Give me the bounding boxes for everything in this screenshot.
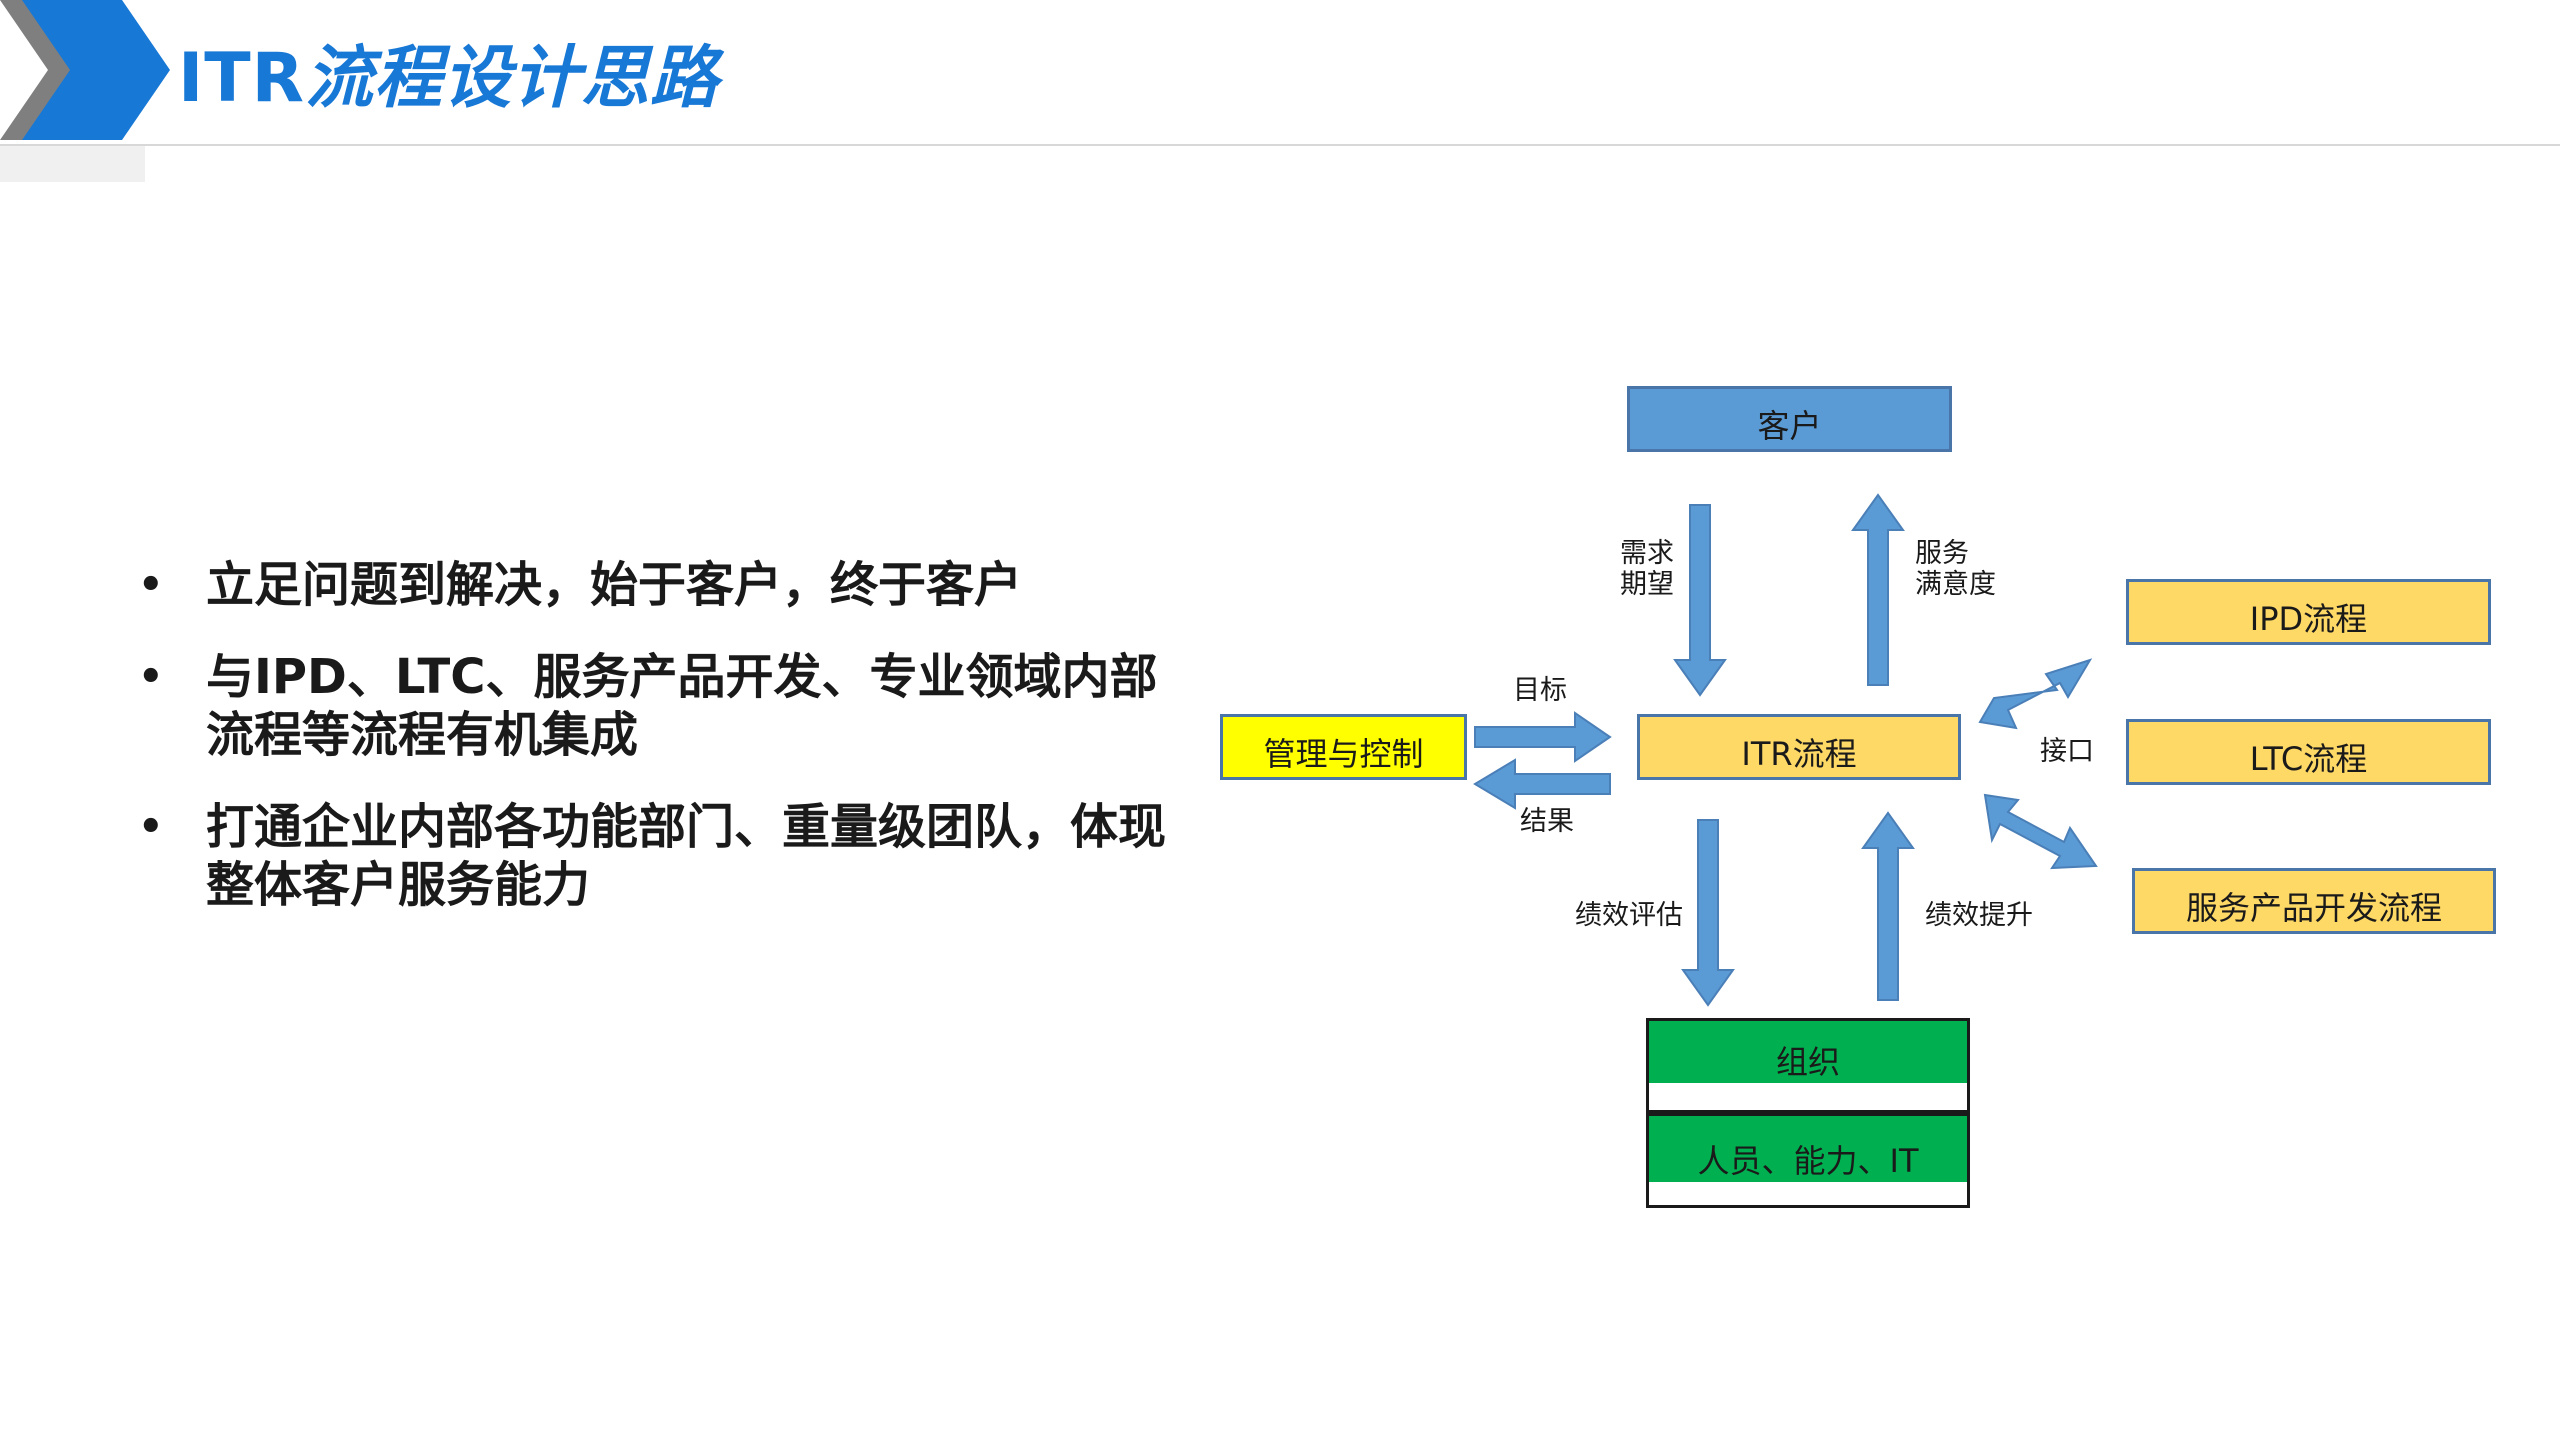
bullet-item: • 立足问题到解决，始于客户，终于客户 <box>130 556 1190 614</box>
label-perf-eval: 绩效评估 <box>1575 900 1683 931</box>
label-target: 目标 <box>1513 675 1567 706</box>
itr-process-box-label: ITR流程 <box>1741 735 1857 773</box>
bullet-item: • 打通企业内部各功能部门、重量级团队，体现整体客户服务能力 <box>130 798 1190 914</box>
label-satisfaction-line1: 服务 <box>1915 538 1969 569</box>
org-box: 组织 <box>1646 1018 1970 1113</box>
label-demand: 需求 期望 <box>1620 538 1674 600</box>
org-box-band: 组织 <box>1649 1021 1967 1083</box>
page-title-main: 流程设计思路 <box>305 39 720 118</box>
management-control-box-label: 管理与控制 <box>1263 735 1424 773</box>
label-interface: 接口 <box>2040 736 2094 767</box>
header-divider <box>0 144 2560 146</box>
label-perf-improve: 绩效提升 <box>1925 900 2033 931</box>
people-capability-it-box: 人员、能力、IT <box>1646 1113 1970 1208</box>
bullet-text: 立足问题到解决，始于客户，终于客户 <box>206 557 1023 613</box>
arrow-result-left <box>1473 758 1611 810</box>
label-demand-line2: 期望 <box>1620 569 1674 600</box>
bullet-dot-icon: • <box>138 654 164 700</box>
itr-process-box: ITR流程 <box>1637 714 1961 780</box>
bullet-dot-icon: • <box>138 562 164 608</box>
org-box-label: 组织 <box>1775 1043 1840 1081</box>
arrow-interface-ipd <box>1978 658 2093 730</box>
ltc-process-box: LTC流程 <box>2126 719 2491 785</box>
bullet-text: 与IPD、LTC、服务产品开发、专业领域内部流程等流程有机集成 <box>206 649 1158 763</box>
service-dev-process-box-label: 服务产品开发流程 <box>2185 889 2442 927</box>
arrow-demand-down <box>1673 504 1727 697</box>
label-demand-line1: 需求 <box>1620 538 1674 569</box>
ltc-process-box-label: LTC流程 <box>2249 740 2368 778</box>
arrow-interface-service <box>1983 793 2098 870</box>
arrow-perf-eval-down <box>1681 819 1735 1007</box>
arrow-target-right <box>1474 711 1612 763</box>
header-tab-decoration <box>0 146 145 182</box>
customer-box-label: 客户 <box>1757 407 1822 445</box>
people-capability-it-band: 人员、能力、IT <box>1649 1116 1967 1182</box>
page-title-prefix: ITR <box>178 39 306 118</box>
label-satisfaction-line2: 满意度 <box>1915 569 1996 600</box>
chevron-logo-icon <box>0 0 170 140</box>
bullet-list: • 立足问题到解决，始于客户，终于客户 • 与IPD、LTC、服务产品开发、专业… <box>130 556 1190 948</box>
label-satisfaction: 服务 满意度 <box>1915 538 1996 600</box>
customer-box: 客户 <box>1627 386 1952 452</box>
service-dev-process-box: 服务产品开发流程 <box>2132 868 2496 934</box>
bullet-dot-icon: • <box>138 804 164 850</box>
bullet-item: • 与IPD、LTC、服务产品开发、专业领域内部流程等流程有机集成 <box>130 648 1190 764</box>
bullet-text: 打通企业内部各功能部门、重量级团队，体现整体客户服务能力 <box>206 799 1167 913</box>
ipd-process-box: IPD流程 <box>2126 579 2491 645</box>
ipd-process-box-label: IPD流程 <box>2249 600 2368 638</box>
arrow-satisfaction-up <box>1851 493 1905 686</box>
arrow-perf-improve-up <box>1861 811 1915 1001</box>
label-result: 结果 <box>1520 806 1574 837</box>
people-capability-it-label: 人员、能力、IT <box>1697 1142 1919 1180</box>
page-title: ITR流程设计思路 <box>178 22 719 121</box>
management-control-box: 管理与控制 <box>1220 714 1467 780</box>
